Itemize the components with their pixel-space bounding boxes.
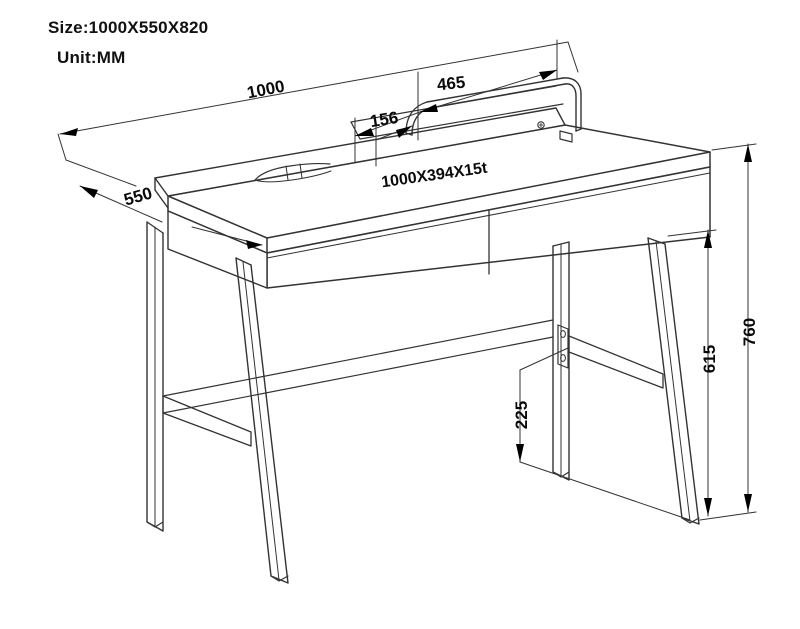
dim-line-225 (516, 347, 691, 521)
dim-line-465 (417, 39, 558, 141)
dimension-stretcher-height: 225 (512, 400, 532, 430)
dim-line-550 (65, 159, 263, 249)
dim-line-1000 (57, 41, 579, 161)
cable-slot (254, 163, 332, 183)
dimension-total-height: 760 (740, 317, 760, 347)
size-label: Size:1000X550X820 (48, 18, 209, 37)
unit-label: Unit:MM (57, 48, 126, 67)
rear-ledge (154, 107, 566, 209)
left-leg-assembly (146, 221, 289, 584)
drawer-box (167, 166, 711, 289)
dim-line-760 (699, 143, 757, 521)
dimension-leg-height: 615 (700, 344, 720, 374)
dim-line-615 (667, 229, 717, 517)
top-recess-panel (350, 85, 564, 140)
dim-line-156 (354, 111, 421, 167)
rear-stretcher (162, 319, 554, 414)
dimension-rail-width: 465 (436, 72, 467, 95)
